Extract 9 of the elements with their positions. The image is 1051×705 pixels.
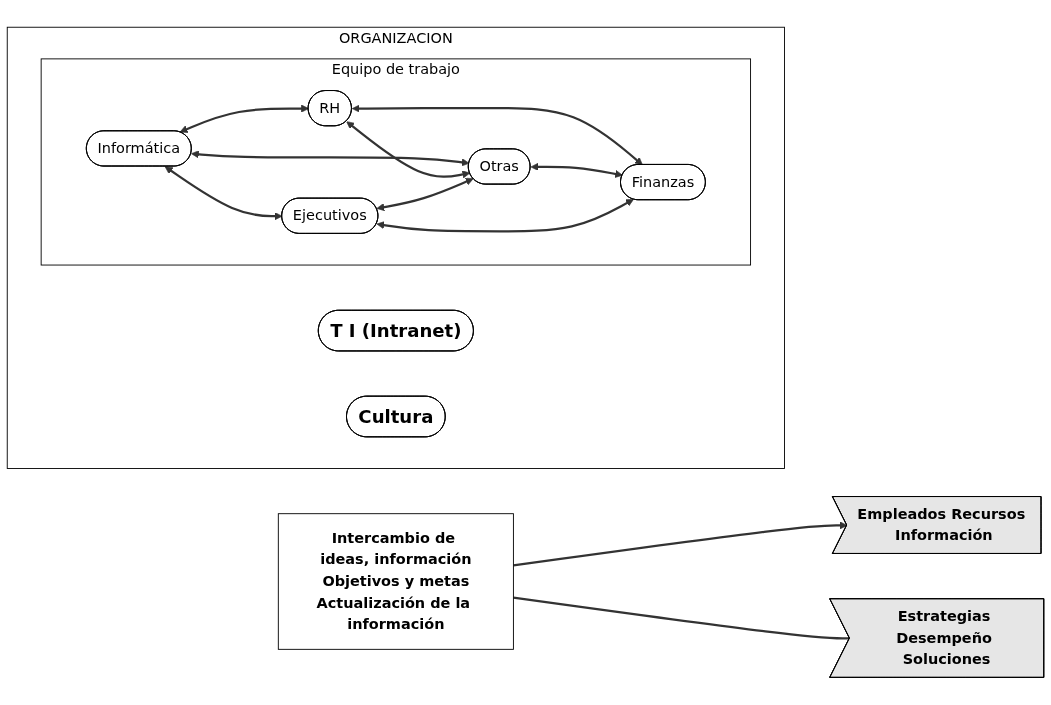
arrow [346, 121, 471, 179]
arrow [191, 150, 470, 167]
arrow [164, 166, 283, 221]
arrow [530, 163, 623, 179]
arrow [376, 178, 474, 212]
arrow [376, 199, 634, 233]
arrow [351, 104, 643, 166]
node-box: Intercambio de ideas, información Objetivos y metas Actualización de la información [277, 513, 514, 650]
arrow [179, 104, 309, 134]
